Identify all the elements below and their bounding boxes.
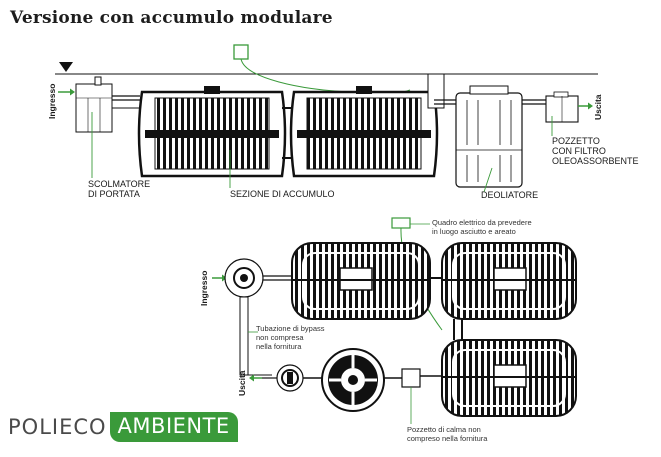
electrical-box-bottom — [391, 217, 411, 229]
electrical-box-top — [233, 44, 249, 60]
plan-tank-2 — [441, 242, 577, 320]
label-deoliatore: DEOLIATORE — [481, 190, 538, 200]
label-pozzetto-3: OLEOASSORBENTE — [552, 156, 639, 166]
label-sezione: SEZIONE DI ACCUMULO — [230, 189, 335, 199]
plan-tank-3 — [441, 339, 577, 417]
deoliatore-plan — [321, 348, 385, 412]
inlet-chamber — [224, 258, 264, 298]
label-quadro-1: Quadro elettrico da prevedere — [432, 218, 532, 227]
pozzetto-filtro — [545, 91, 579, 123]
leader-deoliatore — [483, 167, 493, 193]
accumulation-tank-1 — [137, 86, 287, 178]
scolmatore-tank — [75, 76, 113, 133]
label-calma-2: compreso nella fornitura — [407, 434, 488, 443]
pozzetto-calma — [401, 368, 421, 388]
label-scolmatore-2: DI PORTATA — [88, 189, 140, 199]
page-title: Versione con accumulo modulare — [10, 8, 333, 28]
polieco-ambiente-logo: POLIECO AMBIENTE — [8, 409, 238, 445]
label-scolmatore-1: SCOLMATORE — [88, 179, 150, 189]
logo-ambiente-text: AMBIENTE — [109, 412, 238, 442]
bypass-pipe — [239, 296, 249, 376]
label-bypass-3: nella fornitura — [256, 342, 302, 351]
filtro-plan — [276, 364, 304, 392]
inlet-label-bottom: Ingresso — [199, 271, 209, 306]
ground-level-marker — [59, 62, 73, 72]
label-calma-1: Pozzetto di calma non — [407, 425, 481, 434]
label-pozzetto-1: POZZETTO — [552, 136, 600, 146]
cable-top — [240, 58, 411, 94]
label-bypass-2: non compresa — [256, 333, 304, 342]
label-pozzetto-2: CON FILTRO — [552, 146, 606, 156]
deoliatore-tank — [455, 85, 523, 188]
outlet-label-bottom: Uscita — [237, 370, 247, 396]
label-bypass-1: Tubazione di bypass — [256, 324, 325, 333]
inlet-label-top: Ingresso — [47, 84, 57, 119]
label-quadro-2: in luogo asciutto e areato — [432, 227, 516, 236]
logo-polieco-text: POLIECO — [8, 415, 107, 439]
outlet-label-top: Uscita — [593, 94, 603, 120]
plan-tank-1 — [291, 242, 431, 320]
accumulation-tank-2 — [289, 86, 439, 178]
